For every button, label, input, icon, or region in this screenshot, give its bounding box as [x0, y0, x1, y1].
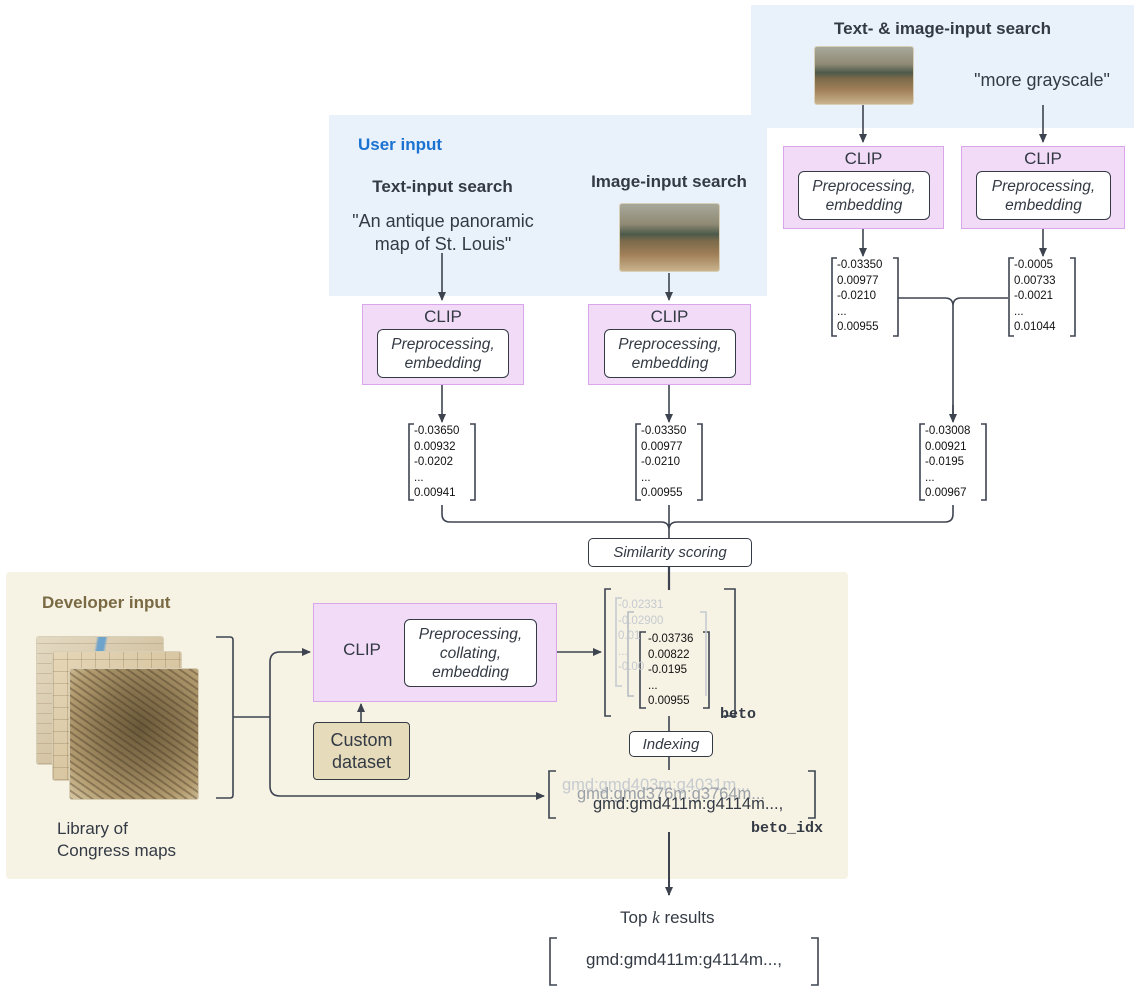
clip-block-developer: CLIP Preprocessing, collating, embedding: [313, 603, 557, 702]
clip-title: CLIP: [343, 640, 381, 659]
index-vectors-back: -0.02331 -0.02900 0.01 ... -0.00: [618, 599, 664, 674]
user-input-label: User input: [358, 135, 443, 154]
merge-combined-vectors: [898, 297, 1008, 418]
text-search-title: Text-input search: [372, 177, 513, 196]
maps-caption: Library of Congress maps: [57, 819, 177, 860]
combined-search-panel: [751, 5, 1134, 128]
idx-id-front: gmd:gmd411m:g4114m...,: [593, 795, 784, 813]
indexing-box: Indexing: [629, 731, 713, 757]
combined-image-vector: -0.03350 0.00977 -0.0210 ... 0.00955: [837, 259, 883, 334]
custom-dataset-box: Custom dataset: [313, 722, 410, 780]
clip-title: CLIP: [650, 307, 689, 326]
clip-subtitle: Preprocessing, embedding: [604, 329, 736, 378]
clip-title: CLIP: [844, 149, 883, 168]
similarity-scoring-box: Similarity scoring: [588, 538, 752, 567]
panoramic-map-thumbnail-icon: [815, 47, 913, 104]
clip-subtitle: Preprocessing, embedding: [377, 329, 509, 378]
text-search-query: "An antique panoramic map of St. Louis": [352, 211, 534, 254]
clip-title: CLIP: [424, 307, 462, 326]
clip-block-user-image: CLIP Preprocessing, embedding: [588, 304, 751, 385]
clip-block-combined-text: CLIP Preprocessing, embedding: [961, 146, 1125, 229]
combined-search-title: Text- & image-input search: [834, 19, 1051, 38]
idx-id-back-2: gmd:gmd376m:g3764m...: [577, 785, 766, 803]
combined-text-query: "more grayscale": [974, 70, 1110, 90]
results-prefix: Top: [620, 908, 648, 927]
user-image-vector: -0.03350 0.00977 -0.0210 ... 0.00955: [641, 425, 687, 500]
results-label: Top k results: [620, 908, 715, 928]
clip-subtitle: Preprocessing, collating, embedding: [404, 619, 537, 687]
beto-label: beto: [720, 706, 757, 723]
loc-map-thumbnail-icon: [70, 669, 198, 799]
combined-text-vector: -0.0005 0.00733 -0.0021 ... 0.01044: [1014, 259, 1056, 334]
combined-result-vector: -0.03008 0.00921 -0.0195 ... 0.00967: [925, 425, 971, 500]
join-to-similarity: [441, 505, 954, 538]
clip-subtitle: Preprocessing, embedding: [798, 171, 930, 220]
beto-idx-label: beto_idx: [751, 820, 824, 837]
results-suffix: results: [664, 908, 715, 927]
image-search-title: Image-input search: [591, 172, 747, 191]
results-value: gmd:gmd411m:g4114m...,: [586, 950, 782, 969]
clip-title: CLIP: [1024, 149, 1062, 168]
results-k: k: [652, 908, 660, 927]
clip-subtitle: Preprocessing, embedding: [976, 171, 1111, 220]
clip-block-user-text: CLIP Preprocessing, embedding: [362, 304, 524, 385]
maps-bracket: [216, 636, 234, 799]
clip-block-combined-image: CLIP Preprocessing, embedding: [783, 146, 944, 229]
index-vectors-front: -0.03736 0.00822 -0.0195 ... 0.00955: [648, 632, 700, 710]
idx-id-back-1: gmd:gmd403m:g4031m...: [562, 776, 751, 794]
user-text-vector: -0.03650 0.00932 -0.0202 ... 0.00941: [414, 425, 460, 500]
panoramic-map-thumbnail-icon: [620, 204, 719, 271]
developer-input-label: Developer input: [42, 593, 171, 612]
